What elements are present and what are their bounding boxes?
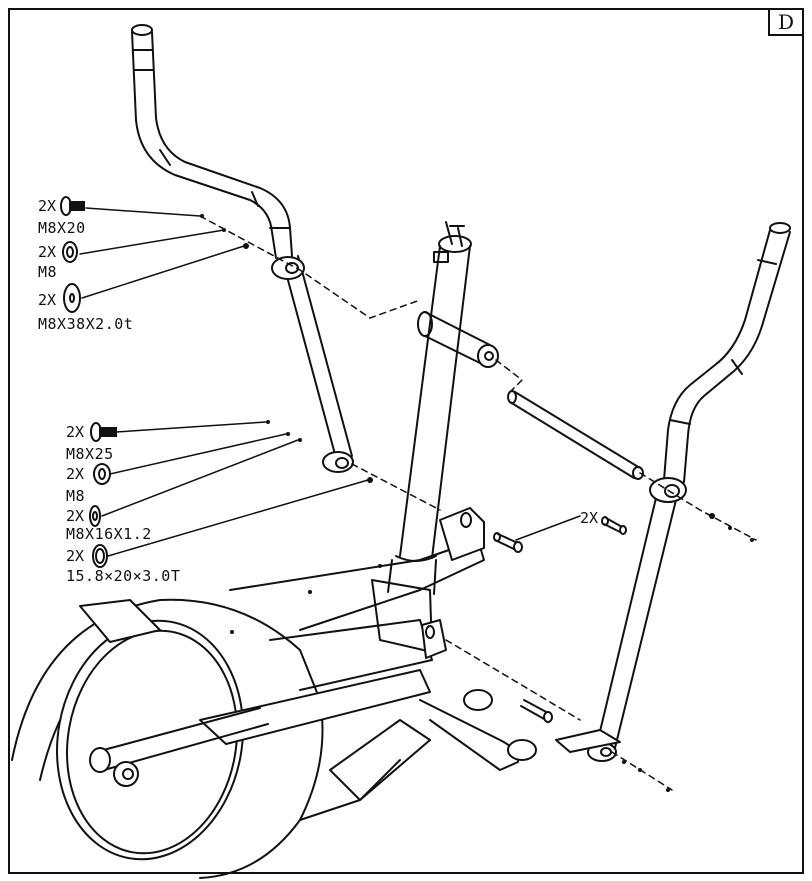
axle-pin-icon bbox=[601, 516, 627, 535]
bolt-icon bbox=[60, 196, 85, 216]
hardware-qty: 2X bbox=[66, 507, 85, 525]
hardware-spec: 15.8×20×3.0T bbox=[66, 567, 181, 585]
right-handlebar bbox=[587, 222, 791, 762]
axle-qty: 2X bbox=[580, 509, 599, 527]
bushing-icon bbox=[92, 544, 108, 568]
fastener-points bbox=[200, 214, 754, 792]
hardware-qty: 2X bbox=[38, 243, 57, 261]
hardware-spec: M8X16X1.2 bbox=[66, 525, 152, 543]
hardware-qty: 2X bbox=[66, 547, 85, 565]
assembly-dashes bbox=[199, 215, 757, 791]
washer-icon bbox=[89, 505, 101, 527]
washer-icon bbox=[63, 283, 81, 313]
hardware-spec: M8X20 bbox=[38, 219, 86, 237]
hardware-qty: 2X bbox=[66, 423, 85, 441]
bolt-icon bbox=[90, 422, 117, 442]
console-mast bbox=[371, 221, 499, 653]
hardware-spec: M8X38X2.0t bbox=[38, 315, 134, 333]
nut-icon bbox=[62, 241, 78, 263]
hardware-qty: 2X bbox=[38, 291, 57, 309]
hardware-spec: M8 bbox=[66, 487, 86, 505]
hardware-spec: M8X25 bbox=[66, 445, 114, 463]
left-handlebar bbox=[131, 24, 354, 473]
lower-axle-bolt bbox=[493, 532, 621, 753]
hardware-qty: 2X bbox=[38, 197, 57, 215]
step-letter: D bbox=[777, 10, 795, 34]
nut-icon bbox=[93, 463, 111, 485]
pivot-axle bbox=[507, 390, 644, 480]
step-label: D bbox=[768, 8, 804, 36]
frame-base bbox=[11, 507, 537, 879]
leader-lines bbox=[79, 207, 581, 557]
hardware-spec: M8 bbox=[38, 263, 58, 281]
hardware-qty: 2X bbox=[66, 465, 85, 483]
